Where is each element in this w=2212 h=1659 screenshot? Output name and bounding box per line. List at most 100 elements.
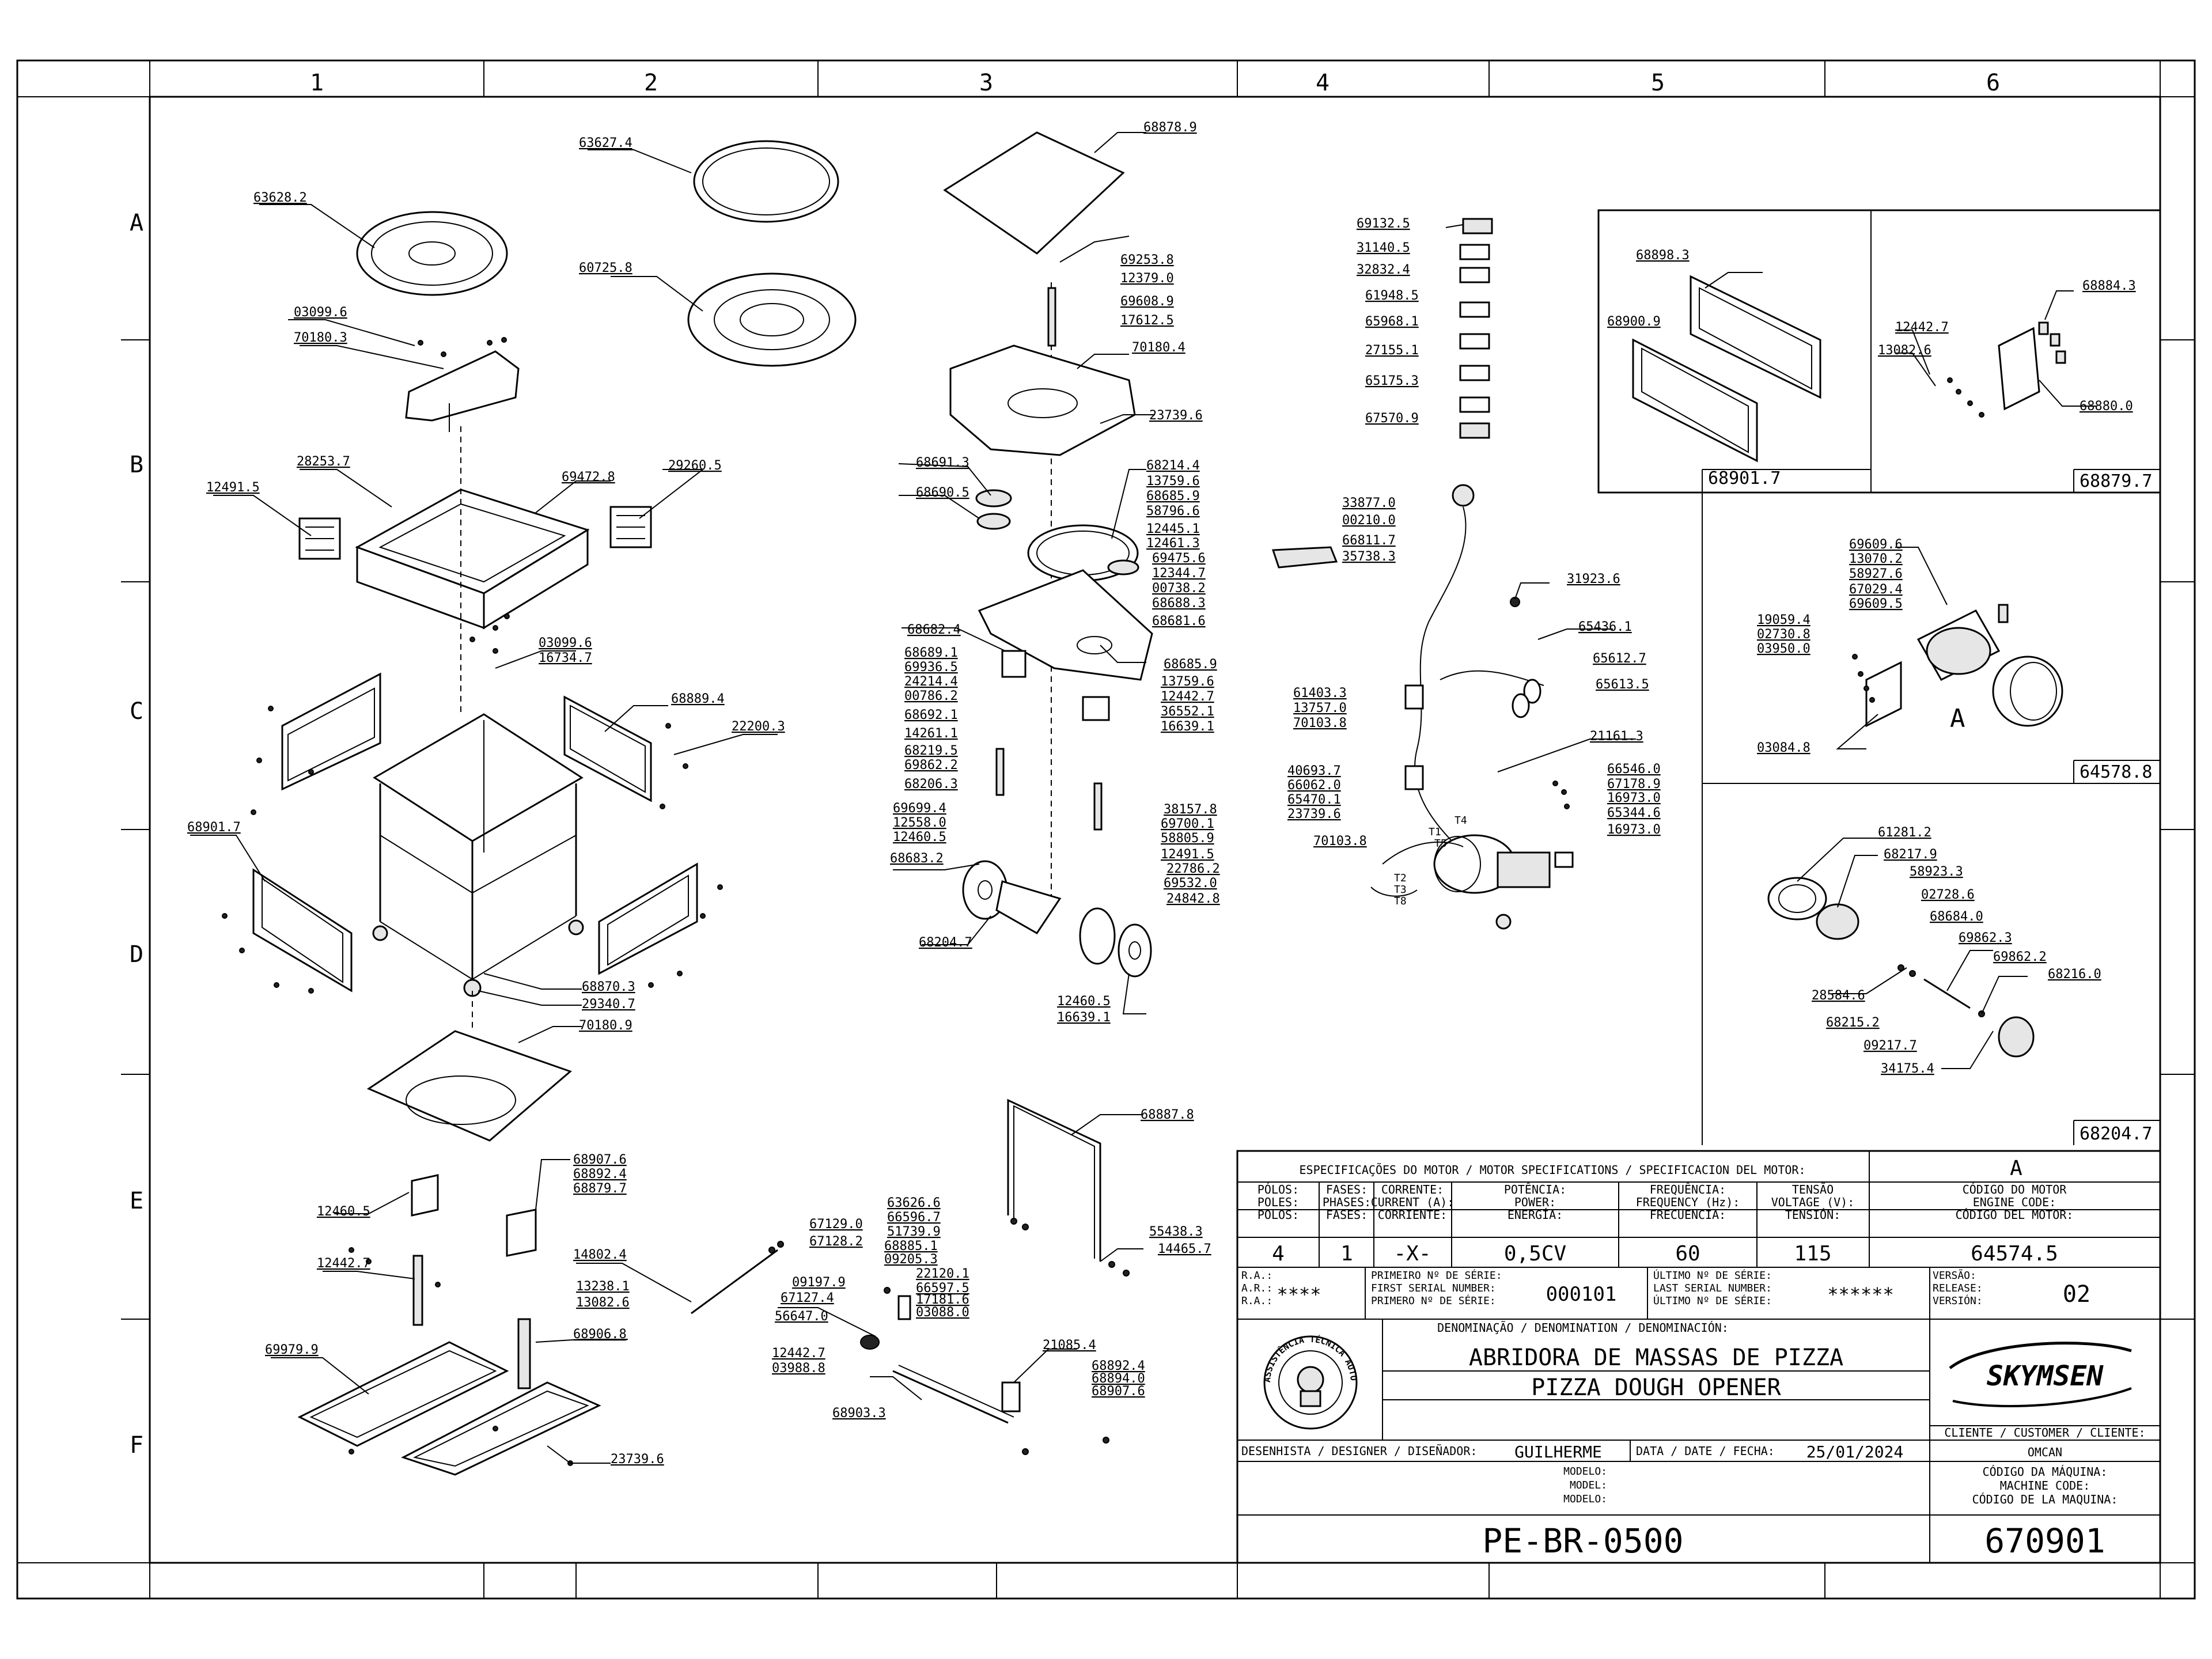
part-label: 61281.2: [1878, 825, 1931, 840]
part-label: 17181.6: [916, 1293, 969, 1307]
part-label: 68688.3: [1152, 596, 1206, 611]
voltage-value: 115: [1794, 1242, 1831, 1266]
part-label: 13757.0: [1293, 701, 1347, 715]
part-label: 55438.3: [1149, 1225, 1203, 1239]
phases-header: PHASES:: [1323, 1195, 1371, 1209]
part-label: 58927.6: [1849, 567, 1903, 581]
part-label: 21161.3: [1590, 729, 1643, 744]
version-label: VERSÃO:: [1933, 1269, 1976, 1282]
client-value: OMCAN: [2028, 1445, 2062, 1459]
part-label: 12379.0: [1120, 271, 1174, 286]
part-label: 00738.2: [1152, 581, 1206, 596]
part-label: 12442.7: [317, 1256, 370, 1271]
last-serial-label: ÚLTIMO Nº DE SÉRIE:: [1653, 1294, 1772, 1307]
part-label: 68217.9: [1884, 847, 1937, 862]
part-label: 69132.5: [1357, 217, 1410, 231]
machine-name-en: PIZZA DOUGH OPENER: [1531, 1374, 1781, 1401]
part-label: 03988.8: [772, 1361, 825, 1376]
part-label: 68684.0: [1930, 910, 1983, 924]
detail-box-label: 68879.7: [2080, 471, 2152, 491]
current-header: CURRENT (A):: [1371, 1195, 1455, 1209]
part-label: 67128.2: [809, 1234, 863, 1249]
part-label: 60725.8: [579, 261, 632, 275]
detail-callout-letter: A: [1950, 704, 1965, 733]
row-label-d: D: [130, 941, 143, 968]
frequency-value: 60: [1675, 1242, 1700, 1266]
part-label: 67570.9: [1365, 411, 1419, 426]
part-label: 12460.5: [893, 830, 946, 844]
part-label: 68870.3: [582, 980, 635, 994]
version-label: VERSIÓN:: [1933, 1294, 1983, 1307]
part-label: 23739.6: [1287, 807, 1341, 821]
designer-value: GUILHERME: [1514, 1442, 1602, 1461]
date-label: DATA / DATE / FECHA:: [1636, 1444, 1775, 1458]
part-label: 35738.3: [1342, 550, 1396, 564]
denomination-header: DENOMINAÇÃO / DENOMINATION / DENOMINACIÓ…: [1437, 1321, 1729, 1335]
part-label: 65613.5: [1596, 677, 1649, 692]
part-label: 03088.0: [916, 1305, 969, 1320]
row-label-a: A: [130, 210, 143, 236]
power-header: ENERGÍA:: [1508, 1208, 1563, 1222]
part-label: 63627.4: [579, 136, 632, 150]
part-label: 65436.1: [1578, 620, 1632, 634]
part-label: 68685.9: [1146, 489, 1200, 503]
part-label: 70180.3: [294, 331, 347, 345]
part-label: 68894.0: [1092, 1372, 1145, 1386]
first-serial-label: FIRST SERIAL NUMBER:: [1371, 1282, 1496, 1294]
terminal-label: T2: [1394, 872, 1407, 884]
machine-code-label: CÓDIGO DA MÁQUINA:: [1983, 1465, 2108, 1479]
leader-lines: [190, 132, 2097, 1464]
part-label: 14261.1: [904, 726, 958, 741]
revision-letter: A: [2010, 1157, 2022, 1180]
part-label: 36552.1: [1161, 704, 1214, 719]
column-ticks: [483, 60, 1825, 1599]
power-header: POTÊNCIA:: [1504, 1183, 1566, 1196]
part-label: 13759.6: [1146, 474, 1200, 488]
part-label: 21085.4: [1043, 1338, 1096, 1353]
part-label: 65175.3: [1365, 374, 1419, 388]
part-label: 28584.6: [1812, 988, 1865, 1003]
part-label: 23739.6: [611, 1452, 664, 1467]
row-ticks: [121, 339, 2195, 1320]
power-value: 0,5CV: [1504, 1242, 1566, 1266]
part-label: 03084.8: [1757, 741, 1810, 755]
part-label: 13082.6: [1878, 343, 1931, 358]
part-label: 58796.6: [1146, 504, 1200, 518]
version-value: 02: [2063, 1281, 2090, 1308]
row-label-b: B: [130, 452, 143, 478]
part-label: 68903.3: [832, 1406, 886, 1421]
part-label: 28253.7: [297, 454, 350, 469]
part-label: 33877.0: [1342, 496, 1396, 510]
part-label: 29260.5: [668, 459, 722, 473]
mechanism-assembly: [687, 131, 1153, 1455]
part-label: 66546.0: [1607, 762, 1661, 777]
part-label: 29340.7: [582, 997, 635, 1012]
part-label: 02728.6: [1921, 888, 1975, 902]
first-serial-value: 000101: [1546, 1283, 1617, 1306]
poles-header: POLES:: [1257, 1195, 1299, 1209]
part-label: 67029.4: [1849, 582, 1903, 597]
part-label: 03099.6: [294, 305, 347, 320]
poles-value: 4: [1272, 1242, 1285, 1266]
part-label: 58805.9: [1161, 831, 1214, 846]
part-label: 31923.6: [1567, 572, 1620, 586]
part-label: 58923.3: [1910, 865, 1963, 879]
part-label: 12558.0: [893, 816, 946, 830]
part-label: 00210.0: [1342, 513, 1396, 528]
part-label: 16734.7: [539, 651, 592, 665]
voltage-header: TENSIÓN:: [1785, 1208, 1840, 1222]
last-serial-label: LAST SERIAL NUMBER:: [1653, 1282, 1772, 1294]
part-label: 68206.3: [904, 777, 958, 791]
part-label: 69979.9: [265, 1343, 319, 1357]
part-label: 65344.6: [1607, 806, 1661, 820]
power-header: POWER:: [1514, 1195, 1556, 1209]
part-label: 16639.1: [1057, 1010, 1111, 1025]
last-serial-label: ÚLTIMO Nº DE SÉRIE:: [1653, 1269, 1772, 1282]
part-label: 12442.7: [772, 1346, 825, 1361]
part-label: 68879.7: [573, 1181, 627, 1196]
part-label: 51739.9: [887, 1225, 941, 1239]
part-label: 68898.3: [1636, 248, 1690, 263]
part-label: 68685.9: [1164, 657, 1217, 672]
part-label: 13070.2: [1849, 552, 1903, 566]
brand-wordmark: SKYMSEN: [1987, 1360, 2104, 1392]
